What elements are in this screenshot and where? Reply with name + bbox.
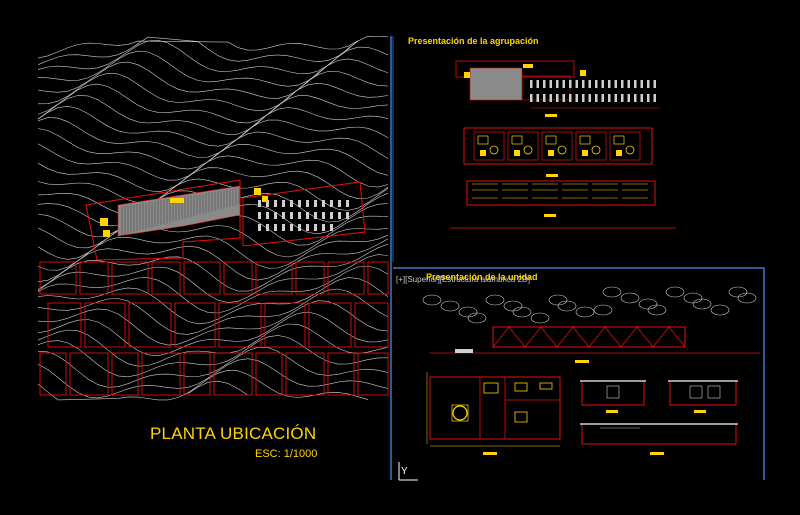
- group-roof-plan: [455, 60, 660, 117]
- ucs-icon: [398, 462, 418, 481]
- viewport-borders: [390, 36, 765, 480]
- site-building: [85, 179, 366, 261]
- group-presentation-title: Presentación de la agrupación: [408, 36, 539, 46]
- unit-floor-plan: [426, 372, 561, 455]
- group-elevation: [450, 180, 676, 229]
- group-floor-plan: [463, 127, 653, 177]
- ucs-y-axis-label: Y: [401, 466, 408, 477]
- site-plan-title: PLANTA UBICACIÓN: [150, 424, 317, 443]
- unit-presentation-title: Presentación de la unidad: [426, 272, 538, 282]
- site-plan-scale: ESC: 1/1000: [255, 448, 318, 460]
- viewport-control-label[interactable]: [+][Superior][Estructura alámbrica 2D]: [396, 275, 531, 284]
- urban-lots: [39, 261, 389, 396]
- unit-elevation: [422, 286, 760, 363]
- unit-sections: [580, 380, 738, 455]
